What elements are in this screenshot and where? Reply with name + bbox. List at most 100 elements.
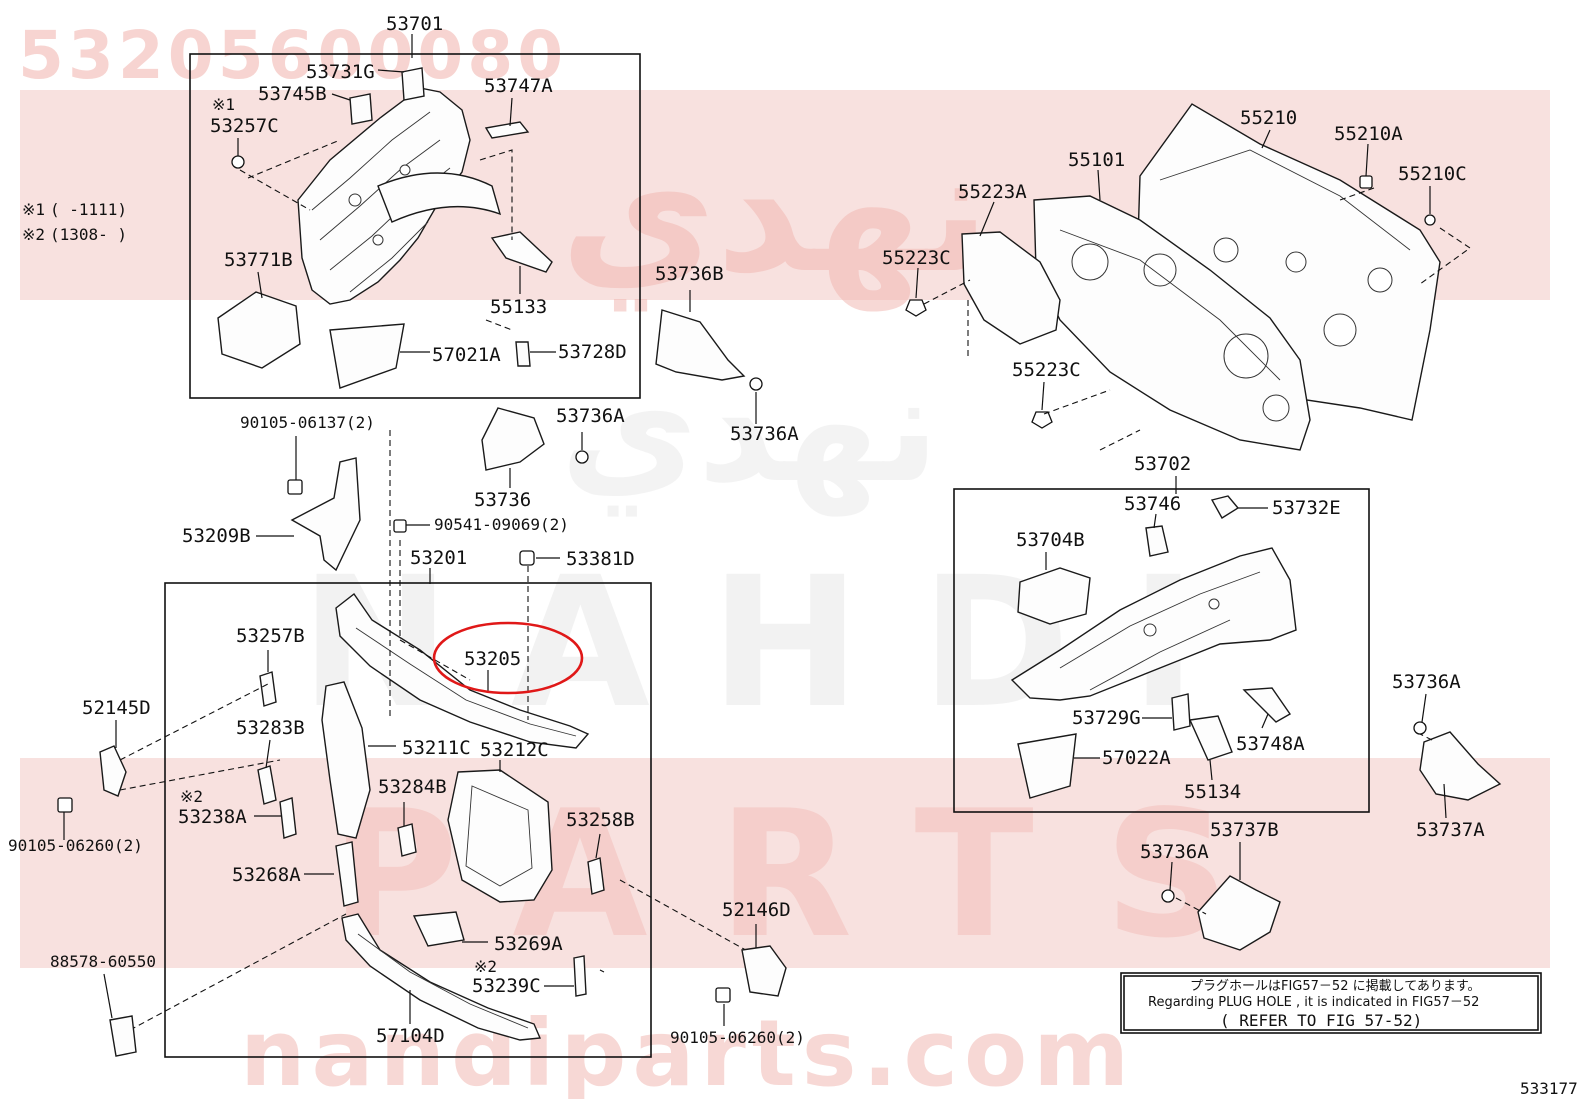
label-90105-06260-a: 90105-06260(2) [8, 836, 143, 855]
clip-55210A [1359, 175, 1373, 189]
clip-55223C-lower [1031, 411, 1053, 429]
label-mark2b: ※2 [474, 957, 497, 976]
label-90105-06137: 90105-06137(2) [240, 413, 375, 432]
label-55133: 55133 [490, 296, 547, 318]
label-90105-06260-b: 90105-06260(2) [670, 1028, 805, 1047]
label-53283B: 53283B [236, 717, 305, 739]
label-55210: 55210 [1240, 107, 1297, 129]
bracket-53257B [259, 671, 277, 707]
bracket-53728D [515, 341, 531, 367]
side-panel-53212C [447, 769, 553, 903]
flap-53737A [1419, 731, 1502, 801]
label-53257C: 53257C [210, 115, 279, 137]
label-55223C-a: 55223C [882, 247, 951, 269]
cushion-53381D [519, 550, 535, 566]
label-57022A: 57022A [1102, 747, 1171, 769]
note1-mark: ※1 [22, 200, 45, 219]
watermark-site: nandiparts.com [240, 1000, 1135, 1099]
bolt-90541-09069 [393, 519, 407, 533]
side-panel-53211C [321, 681, 371, 839]
label-53745B: 53745B [258, 83, 327, 105]
label-53269A: 53269A [494, 933, 563, 955]
bracket-53748A [1242, 687, 1292, 723]
apron-hole [372, 234, 384, 246]
pad-88578-60550 [109, 1015, 137, 1057]
insulator-detail [1059, 149, 1411, 381]
refer-box-frame [1120, 972, 1542, 1034]
notes: ※1 ( -1111) ※2 (1308- ) [22, 200, 127, 244]
bracket-53745B [349, 93, 373, 125]
label-55134: 55134 [1184, 781, 1241, 803]
apron-hole [348, 193, 362, 207]
label-53205: 53205 [464, 648, 521, 670]
bracket-53268A [335, 841, 359, 907]
bracket-53284B [397, 823, 417, 857]
bracket-53269A [412, 911, 465, 947]
flap-53736 [481, 407, 545, 471]
label-55223A: 55223A [958, 181, 1027, 203]
label-88578-60550: 88578-60550 [50, 952, 156, 971]
label-53736B: 53736B [655, 263, 724, 285]
apron-hole [1143, 623, 1157, 637]
clip-55210C [1424, 214, 1436, 226]
leader-dashed [119, 430, 761, 1031]
bracket-53731G [401, 67, 425, 101]
figure-id: 533177 [1520, 1079, 1578, 1098]
bracket-53746 [1145, 525, 1169, 557]
label-mark1: ※1 [212, 95, 235, 114]
label-52145D: 52145D [82, 697, 151, 719]
refer-box-line-japanese: プラグホールはFIG57－52 に掲載してあります。 [1190, 978, 1481, 994]
label-53238A: 53238A [178, 806, 247, 828]
label-53239C: 53239C [472, 975, 541, 997]
apron-panel-53702-detail [1059, 571, 1261, 691]
label-53771B: 53771B [224, 249, 293, 271]
part-group-55101 [905, 103, 1471, 451]
bracket-53238A [279, 797, 297, 839]
watermark-arabic-middle: نهدي [560, 342, 939, 517]
label-53381D: 53381D [566, 548, 635, 570]
refer-box-inner [1123, 975, 1539, 1031]
leader-dashed [239, 139, 513, 331]
bracket-52146D [741, 945, 787, 997]
label-53736A-b: 53736A [556, 405, 625, 427]
insulator-hole [1071, 243, 1109, 281]
label-53704B: 53704B [1016, 529, 1085, 551]
label-53736A-c: 53736A [1392, 671, 1461, 693]
bracket-53209B [290, 457, 361, 572]
label-53284B: 53284B [378, 776, 447, 798]
label-53746: 53746 [1124, 493, 1181, 515]
label-53257B: 53257B [236, 625, 305, 647]
bracket-55134 [1188, 715, 1233, 761]
insulator-hole [1143, 253, 1177, 287]
bracket-52145D [99, 745, 127, 797]
label-53212C: 53212C [480, 739, 549, 761]
label-52146D: 52146D [722, 899, 791, 921]
insulator-hole [1285, 251, 1307, 273]
note2-range: (1308- ) [50, 225, 127, 244]
insulator-hole [1323, 313, 1357, 347]
label-53211C: 53211C [402, 737, 471, 759]
label-53736: 53736 [474, 489, 531, 511]
label-53747A: 53747A [484, 75, 553, 97]
insulator-55223A [961, 231, 1061, 345]
refer-box-line-refer[interactable]: ( REFER TO FIG 57-52) [1220, 1011, 1422, 1030]
label-55101: 55101 [1068, 149, 1125, 171]
upper-support-detail [355, 627, 577, 737]
label-53731G: 53731G [306, 61, 375, 83]
group-frame-53701 [189, 53, 641, 399]
watermark-arabic-top: نهدي [560, 113, 990, 312]
note1-range: ( -1111) [50, 200, 127, 219]
part-group-53201 [119, 430, 761, 1041]
label-53736A-a: 53736A [730, 423, 799, 445]
label-55210A: 55210A [1334, 123, 1403, 145]
label-55210C: 55210C [1398, 163, 1467, 185]
clip-55223C-upper [905, 299, 927, 317]
label-53209B: 53209B [182, 525, 251, 547]
bracket-53729G [1171, 693, 1191, 731]
flap-53737B [1197, 875, 1281, 951]
label-53728D: 53728D [558, 341, 627, 363]
part-group-53702 [1010, 495, 1297, 799]
bracket-57021A [329, 323, 405, 389]
label-53736A-d: 53736A [1140, 841, 1209, 863]
part-group-53701 [217, 67, 553, 389]
